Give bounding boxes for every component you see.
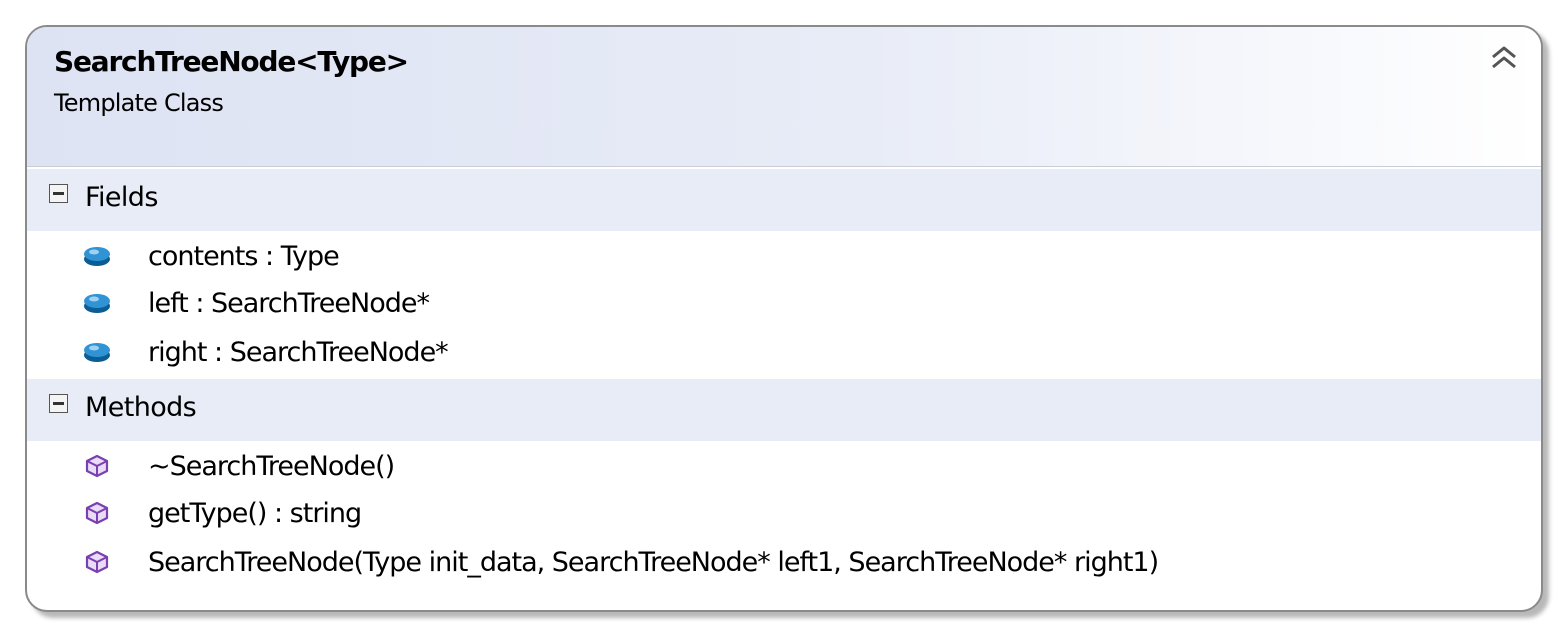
method-item-constructor[interactable]: SearchTreeNode(Type init_data, SearchTre…: [27, 541, 1541, 585]
method-icon: [85, 550, 109, 574]
field-icon: [84, 247, 110, 266]
method-label: getType() : string: [148, 498, 362, 529]
field-item-contents[interactable]: contents : Type: [27, 235, 1541, 279]
method-icon: [85, 501, 109, 525]
field-item-right[interactable]: right : SearchTreeNode*: [27, 331, 1541, 375]
class-header: SearchTreeNode<Type> Template Class: [27, 27, 1541, 167]
field-label: contents : Type: [148, 241, 340, 272]
method-item-gettype[interactable]: getType() : string: [27, 492, 1541, 536]
class-name: SearchTreeNode<Type>: [54, 45, 409, 78]
method-item-destructor[interactable]: ~SearchTreeNode(): [27, 445, 1541, 489]
collapse-minus-icon: [49, 394, 68, 413]
class-shape[interactable]: SearchTreeNode<Type> Template Class Fiel…: [25, 25, 1543, 612]
double-chevron-up-icon: [1492, 46, 1516, 69]
field-label: left : SearchTreeNode*: [148, 288, 430, 319]
methods-collapse-toggle[interactable]: [49, 394, 68, 413]
method-label: ~SearchTreeNode(): [148, 451, 395, 482]
collapse-minus-icon: [49, 184, 68, 203]
fields-section-title: Fields: [85, 182, 158, 213]
field-icon: [84, 343, 110, 362]
field-label: right : SearchTreeNode*: [148, 337, 449, 368]
methods-section-header[interactable]: Methods: [27, 379, 1541, 441]
fields-section-header[interactable]: Fields: [27, 169, 1541, 231]
collapse-shape-button[interactable]: [1489, 43, 1519, 71]
field-item-left[interactable]: left : SearchTreeNode*: [27, 282, 1541, 326]
fields-collapse-toggle[interactable]: [49, 184, 68, 203]
method-label: SearchTreeNode(Type init_data, SearchTre…: [148, 547, 1159, 578]
methods-section-title: Methods: [85, 392, 197, 423]
method-icon: [85, 454, 109, 478]
field-icon: [84, 294, 110, 313]
class-kind: Template Class: [54, 89, 224, 117]
